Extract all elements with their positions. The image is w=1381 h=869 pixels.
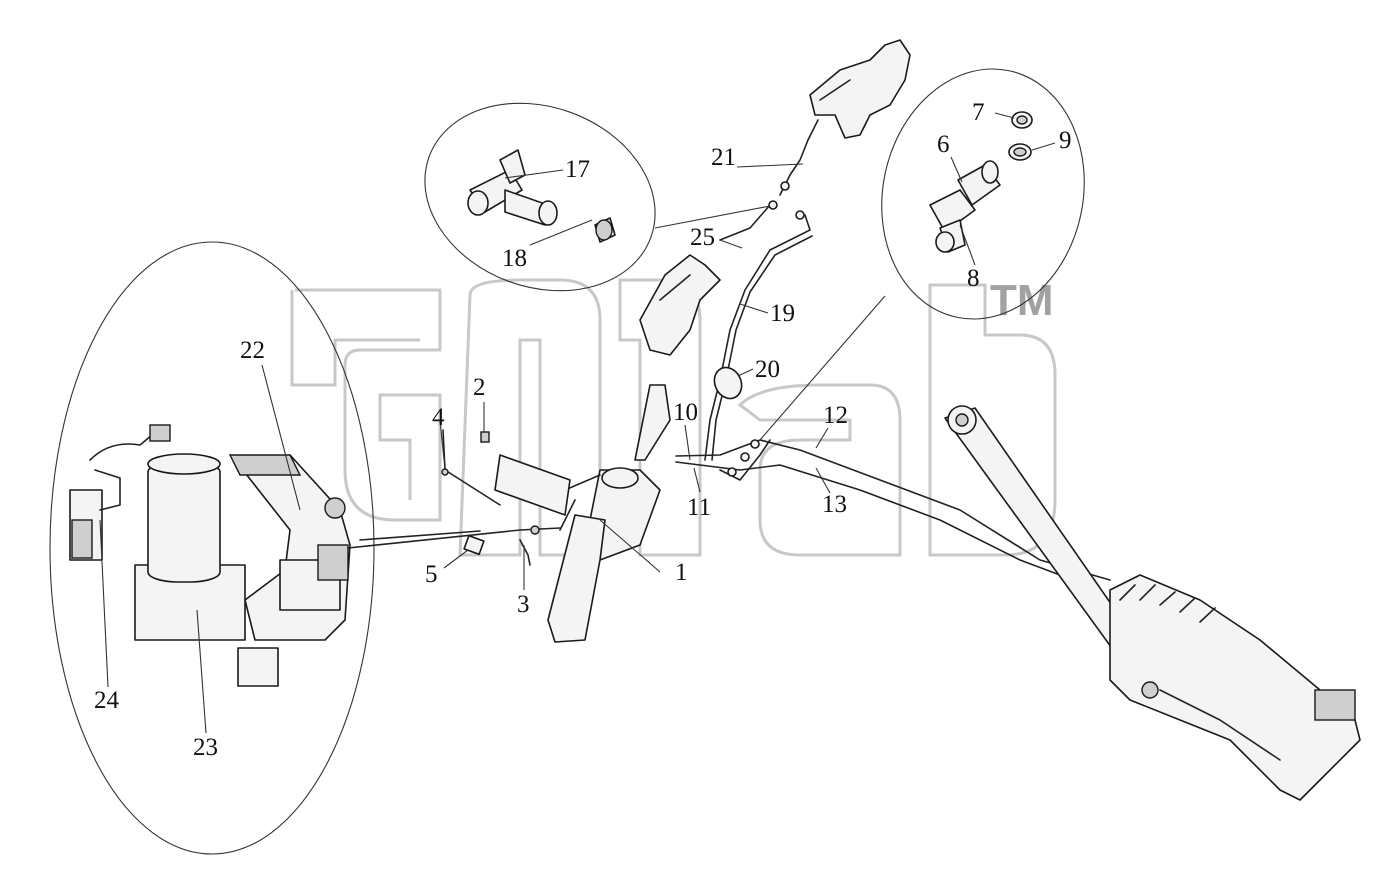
- pin-part: [441, 429, 501, 506]
- brake-line-upper: [675, 439, 1111, 581]
- fitting-part: [463, 534, 485, 556]
- callout-20: 20: [755, 356, 780, 383]
- callout-7: 7: [972, 99, 985, 126]
- pedal-assembly: [494, 384, 671, 643]
- cross-fitting-detail: [929, 111, 1033, 253]
- callout-6: 6: [937, 131, 950, 158]
- o-ring-part: [713, 366, 743, 400]
- callout-17: 17: [565, 156, 590, 183]
- detail-ellipse-pump: [49, 241, 375, 855]
- callout-10: 10: [673, 399, 698, 426]
- brake-line-lower: [675, 461, 1101, 591]
- callout-22: 22: [240, 337, 265, 364]
- tee-fitting-detail: [467, 149, 616, 243]
- callout-25: 25: [690, 224, 715, 251]
- middle-brake-pedal: [639, 254, 721, 356]
- callout-9: 9: [1059, 127, 1072, 154]
- callout-13: 13: [822, 491, 847, 518]
- upper-brake-pedal: [809, 39, 911, 139]
- clip-part: [519, 539, 531, 566]
- detail-ellipse-cross-fitting: [881, 68, 1085, 320]
- pressure-line: [347, 527, 561, 549]
- callout-2: 2: [473, 374, 486, 401]
- callout-8: 8: [967, 265, 980, 292]
- leader-lines: [99, 112, 1056, 734]
- callout-3: 3: [517, 591, 530, 618]
- callout-11: 11: [687, 494, 711, 521]
- callout-5: 5: [425, 561, 438, 588]
- callout-18: 18: [502, 245, 527, 272]
- trademark-label: TM: [990, 276, 1054, 325]
- brake-line-riser: [704, 214, 811, 461]
- callout-21: 21: [711, 144, 736, 171]
- hydraulic-pump-assembly: [69, 424, 351, 687]
- bolt-part: [480, 431, 490, 443]
- callout-4: 4: [432, 404, 445, 431]
- detail-ellipse-tee-fitting: [424, 102, 656, 292]
- transmission-assembly: [944, 405, 1361, 801]
- callout-1: 1: [675, 559, 688, 586]
- callout-24: 24: [94, 687, 120, 714]
- callout-19: 19: [770, 300, 795, 327]
- callout-12: 12: [823, 402, 848, 429]
- callout-23: 23: [193, 734, 218, 761]
